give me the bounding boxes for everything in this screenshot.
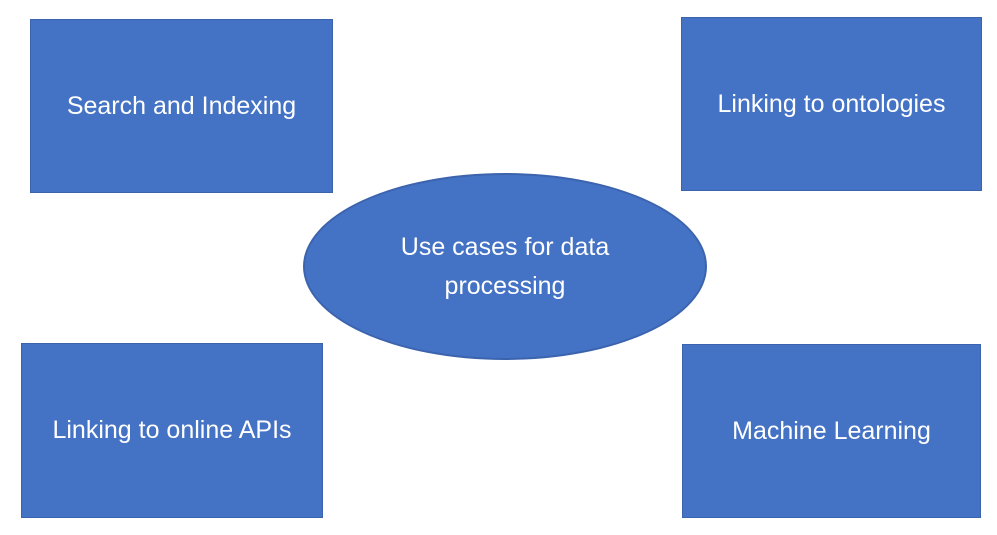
node-use-cases-center-label-line1: Use cases for data [400, 232, 610, 261]
node-use-cases-center-label-line2: processing [444, 271, 566, 300]
node-linking-to-online-apis-label: Linking to online APIs [52, 416, 292, 445]
node-search-and-indexing: Search and Indexing [30, 19, 333, 193]
node-linking-to-ontologies: Linking to ontologies [681, 17, 982, 191]
node-linking-to-online-apis: Linking to online APIs [21, 343, 323, 518]
node-search-and-indexing-label: Search and Indexing [66, 91, 297, 120]
node-use-cases-center-label: Use cases for data processing [401, 228, 609, 306]
node-machine-learning: Machine Learning [682, 344, 981, 518]
node-linking-to-ontologies-label: Linking to ontologies [717, 89, 946, 118]
node-use-cases-center-ellipse: Use cases for data processing [303, 173, 707, 360]
node-machine-learning-label: Machine Learning [732, 416, 931, 445]
